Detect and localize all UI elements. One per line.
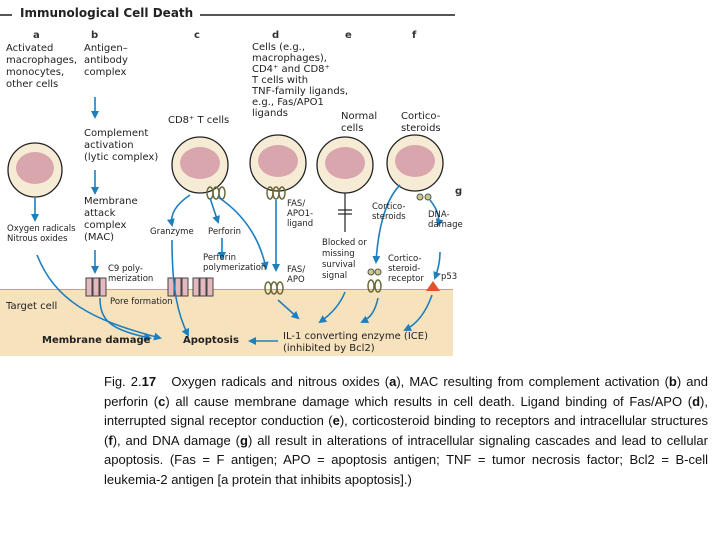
arrow-c-fas <box>217 196 269 270</box>
fas-apo-receptor <box>264 281 284 295</box>
caption-figure-number: 17 <box>141 374 157 389</box>
label-c9-polymerization: C9 poly- merization <box>108 264 154 284</box>
arrow-radicals-membrane <box>36 254 162 341</box>
title-rule-left <box>0 14 12 16</box>
label-tnf-ligand-cells: Cells (e.g., macrophages), CD4⁺ and CD8⁺… <box>252 42 349 119</box>
arrow-pore-membrane <box>99 297 152 341</box>
column-letter-f: f <box>412 30 417 41</box>
label-fas-apo: FAS/ APO <box>287 265 306 285</box>
fas-ligand-molecules <box>266 186 286 200</box>
column-letter-c: c <box>194 30 200 41</box>
arrow-p53-ice <box>403 294 433 331</box>
label-corticosteroids: Cortico- steroids <box>372 202 406 222</box>
corticosteroid-receptor <box>367 279 382 293</box>
arrow-f-dna <box>429 199 444 227</box>
label-activated-macrophages: Activated macrophages, monocytes, other … <box>6 43 78 90</box>
label-ice: IL-1 converting enzyme (ICE) (inhibited … <box>283 331 428 354</box>
label-apoptosis: Apoptosis <box>183 335 239 346</box>
label-blocked-signal: Blocked or missing survival signal <box>322 238 367 281</box>
arrow-f-receptor <box>372 184 401 264</box>
label-corticosteroids-top: Cortico- steroids <box>401 111 441 134</box>
column-letter-e: e <box>345 30 352 41</box>
diagram-graphics <box>7 97 444 345</box>
label-normal-cells: Normal cells <box>341 111 378 134</box>
arrow-blocked-ice <box>318 291 346 324</box>
label-cd8-t-cells: CD8⁺ T cells <box>168 115 230 126</box>
cell-f <box>386 134 444 192</box>
arrow-c-granzyme <box>166 194 191 227</box>
label-granzyme: Granzyme <box>150 227 194 237</box>
cell-c <box>171 136 229 194</box>
arrow-fas-ice <box>277 299 300 320</box>
cell-d <box>249 134 307 192</box>
perforin-pores <box>167 277 214 297</box>
p53-marker <box>426 281 440 291</box>
diagram-title-bar: Immunological Cell Death <box>0 6 455 20</box>
caption-figure-label: Fig. 2. <box>104 374 142 389</box>
diagram: Immunological Cell Death a b c d e f g <box>0 6 463 356</box>
arrow-receptor-ice <box>360 297 379 323</box>
column-letter-d: d <box>272 30 280 41</box>
cell-e <box>316 136 374 194</box>
caption-text: Oxygen radicals and nitrous oxides (a), … <box>104 374 708 487</box>
label-membrane-damage: Membrane damage <box>42 335 151 346</box>
blocked-signal-symbol <box>338 193 352 232</box>
label-dna-damage: DNA- damage <box>428 210 463 230</box>
column-letter-b: b <box>91 30 99 41</box>
label-perforin-polymerization: Perforin polymerization <box>203 253 267 273</box>
column-letter-a: a <box>33 30 40 41</box>
label-corticosteroid-receptor: Cortico- steroid- receptor <box>388 254 424 284</box>
label-p53: p53 <box>441 272 458 282</box>
arrow-dna-p53 <box>433 251 441 280</box>
label-antigen-antibody: Antigen– antibody complex <box>84 43 128 78</box>
label-perforin: Perforin <box>208 227 241 237</box>
diagram-title: Immunological Cell Death <box>20 6 194 20</box>
column-letter-g: g <box>455 186 463 197</box>
label-membrane-attack-complex: Membrane attack complex (MAC) <box>84 196 138 243</box>
arrow-granzyme-apoptosis <box>171 239 189 337</box>
c9-pore <box>85 277 107 297</box>
title-rule-right <box>200 14 455 16</box>
arrow-c-perforin <box>209 197 220 224</box>
corticosteroid-molecules <box>367 193 432 276</box>
label-complement-activation: Complement activation (lytic complex) <box>84 128 159 163</box>
cell-a <box>7 142 63 198</box>
label-pore-formation: Pore formation <box>110 297 173 307</box>
figure-caption: Fig. 2.17 Oxygen radicals and nitrous ox… <box>104 372 708 489</box>
label-target-cell: Target cell <box>6 301 58 312</box>
label-fas-apo1-ligand: FAS/ APO1- ligand <box>287 199 314 229</box>
label-oxygen-radicals: Oxygen radicals Nitrous oxides <box>7 224 76 244</box>
